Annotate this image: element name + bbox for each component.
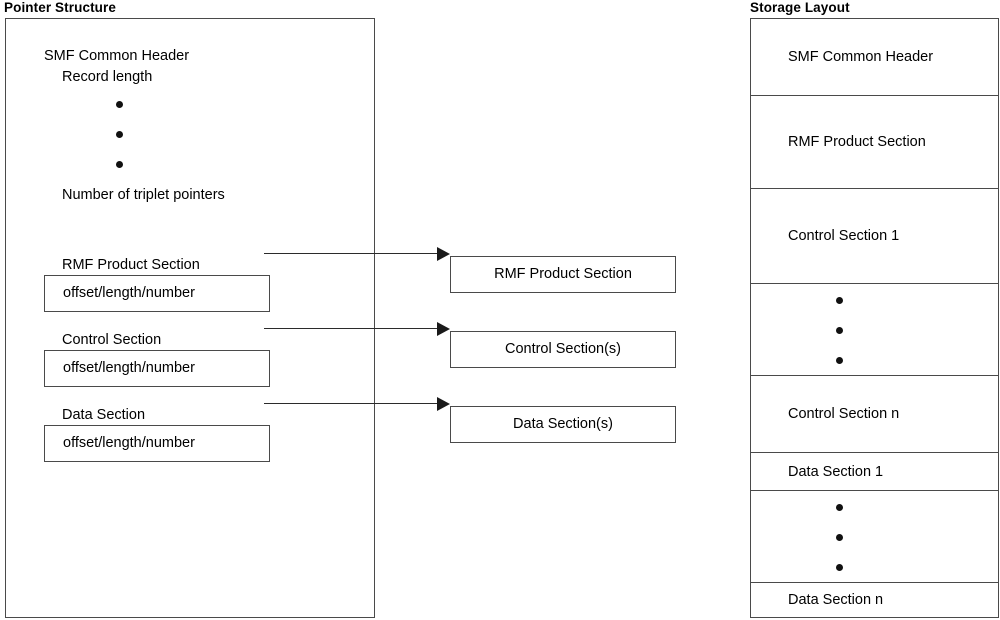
storage-row-label: SMF Common Header (788, 49, 934, 65)
bullet-dot-icon (836, 564, 843, 571)
section-box-rmf-product-section: RMF Product Section (450, 256, 676, 293)
storage-row-label: Data Section n (788, 592, 884, 608)
storage-row (751, 284, 998, 376)
bullet-dot-icon (116, 101, 123, 108)
bullet-dot-icon (116, 161, 123, 168)
storage-row: RMF Product Section (751, 96, 998, 189)
triplet-value-data-section: offset/length/number (63, 435, 195, 451)
pointer-structure-title: Pointer Structure (4, 0, 116, 15)
pointer-structure-ellipsis-dots (116, 101, 123, 191)
storage-row-label: RMF Product Section (788, 134, 926, 150)
bullet-dot-icon (116, 131, 123, 138)
storage-row-label: Control Section 1 (788, 228, 900, 244)
connector-line-control (264, 328, 439, 329)
triplet-value-rmf-product-section: offset/length/number (63, 285, 195, 301)
pointer-structure-container: SMF Common Header Record length Number o… (5, 18, 375, 618)
record-length-label: Record length (62, 69, 153, 85)
arrow-head-icon (437, 397, 450, 411)
storage-row: SMF Common Header (751, 19, 998, 96)
storage-row-ellipsis-dots (836, 297, 844, 364)
storage-row (751, 491, 998, 583)
section-box-label: Control Section(s) (504, 341, 622, 357)
triplet-label-rmf-product-section: RMF Product Section (62, 257, 200, 273)
bullet-dot-icon (836, 534, 843, 541)
storage-row-ellipsis-dots (836, 504, 844, 571)
arrow-head-icon (437, 322, 450, 336)
triplet-box-data-section: offset/length/number (44, 425, 270, 462)
bullet-dot-icon (836, 297, 843, 304)
smf-common-header-label: SMF Common Header (44, 48, 190, 64)
storage-row: Data Section n (751, 583, 998, 617)
connector-line-rmf (264, 253, 439, 254)
bullet-dot-icon (836, 504, 843, 511)
number-of-triplet-pointers-label: Number of triplet pointers (62, 187, 225, 203)
triplet-box-rmf-product-section: offset/length/number (44, 275, 270, 312)
storage-row: Control Section 1 (751, 189, 998, 284)
storage-row: Control Section n (751, 376, 998, 453)
bullet-dot-icon (836, 327, 843, 334)
triplet-box-control-section: offset/length/number (44, 350, 270, 387)
section-box-label: Data Section(s) (513, 416, 613, 432)
section-box-label: RMF Product Section (494, 266, 632, 282)
triplet-value-control-section: offset/length/number (63, 360, 195, 376)
storage-row-label: Data Section 1 (788, 464, 884, 480)
arrow-head-icon (437, 247, 450, 261)
triplet-label-data-section: Data Section (62, 407, 146, 423)
connector-line-data (264, 403, 439, 404)
bullet-dot-icon (836, 357, 843, 364)
storage-row: Data Section 1 (751, 453, 998, 491)
storage-row-label: Control Section n (788, 406, 900, 422)
storage-layout-title: Storage Layout (750, 0, 850, 15)
section-box-control-sections: Control Section(s) (450, 331, 676, 368)
section-box-data-sections: Data Section(s) (450, 406, 676, 443)
triplet-label-control-section: Control Section (62, 332, 162, 348)
